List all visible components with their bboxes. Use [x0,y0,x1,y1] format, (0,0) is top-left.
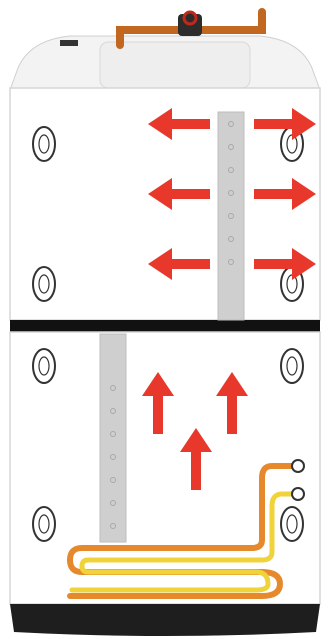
valve-icon [184,12,196,24]
port-ring-icon [33,127,55,161]
port-ring-icon [33,507,55,541]
zone-divider [10,320,320,332]
tank-top-notch-left [60,40,78,46]
port-ring-icon [281,507,303,541]
upper-heating-element [218,112,244,320]
tank-top-recess [100,42,250,88]
lower-heating-element [100,334,126,542]
port-ring-icon [33,267,55,301]
tank-base [10,604,320,636]
port-ring-icon [33,349,55,383]
port-ring-icon [281,349,303,383]
coil-port-lower-icon [292,488,304,500]
coil-port-upper-icon [292,460,304,472]
